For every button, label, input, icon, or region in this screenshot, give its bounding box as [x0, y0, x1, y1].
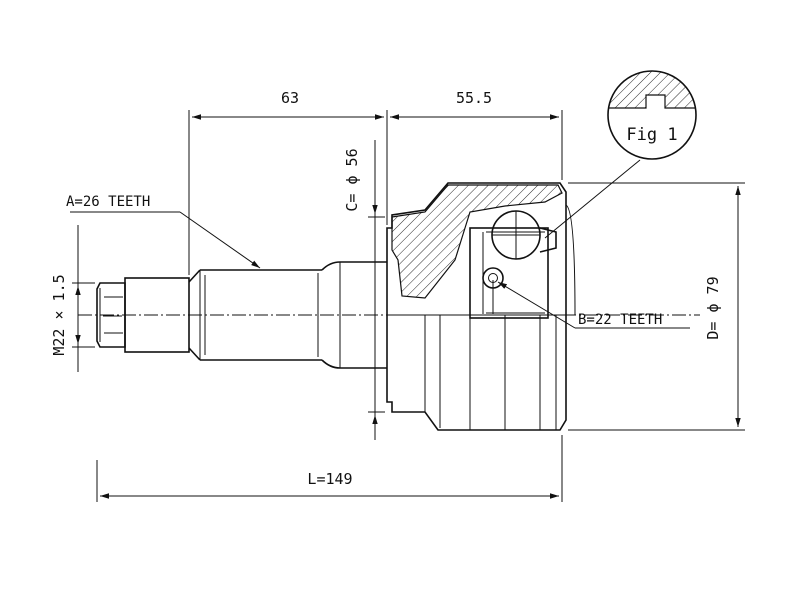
dimension-lines [72, 110, 745, 502]
inner-spline-label: B=22 TEETH [578, 312, 662, 328]
total-length-label: L=149 [307, 470, 352, 488]
splined-shaft [124, 261, 387, 369]
outer-diameter-label: D= ϕ 79 [704, 276, 722, 339]
outer-housing [386, 182, 576, 431]
shaft-length-label: 63 [281, 89, 299, 107]
housing-length-label: 55.5 [456, 89, 492, 107]
thread-label: M22 × 1.5 [50, 274, 68, 355]
seal-diameter-label: C= ϕ 56 [343, 148, 361, 211]
outer-spline-label: A=26 TEETH [66, 194, 150, 210]
fig1-label: Fig 1 [626, 125, 677, 145]
leader-lines [70, 159, 690, 329]
fig1-detail: Fig 1 [607, 70, 697, 160]
